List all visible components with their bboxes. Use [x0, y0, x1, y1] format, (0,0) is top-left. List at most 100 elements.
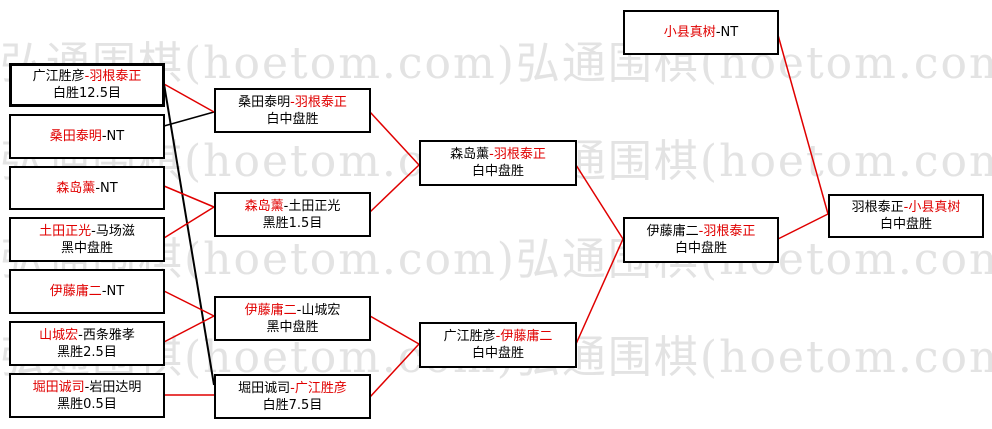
winner-line	[369, 111, 420, 166]
match-result: 白胜12.5目	[53, 86, 121, 101]
player-name: 堀田诚司	[238, 380, 291, 396]
player-name: 伊藤庸二	[646, 224, 699, 239]
player-name: 广江胜彦	[32, 69, 85, 84]
player-name-winner: 伊藤庸二	[49, 284, 102, 299]
player-name-winner: 羽根泰正	[703, 224, 756, 239]
player-name: 山城宏	[301, 302, 341, 318]
player-name-winner: 森岛薰	[56, 180, 96, 196]
watermark-row: 弘通围棋(hoetom.com)弘通围棋(hoetom.com)	[0, 38, 992, 89]
match-result: 白胜7.5目	[262, 397, 323, 413]
player-name: NT	[100, 180, 118, 196]
match-result: 黑中盘胜	[266, 319, 319, 335]
player-name-winner: 森岛薰	[244, 198, 284, 214]
match-box: 广江胜彦-羽根泰正 白胜12.5目	[9, 63, 165, 107]
winner-line	[163, 315, 215, 343]
winner-line	[777, 34, 829, 215]
separator: -	[698, 224, 704, 239]
winner-line	[575, 238, 624, 345]
player-name: 森岛薰	[450, 147, 490, 162]
separator: -	[715, 25, 721, 40]
separator: -	[101, 284, 107, 299]
match-result: 黑胜0.5目	[57, 396, 117, 412]
match-box: 森岛薰-NT	[9, 166, 165, 210]
match-box: 森岛薰-土田正光 黑胜1.5目	[214, 192, 371, 237]
match-box: 堀田诚司-岩田达明 黑胜0.5目	[9, 373, 165, 418]
match-box: 桑田泰明-羽根泰正 白中盘胜	[214, 88, 371, 133]
player-name-winner: 小县真树	[663, 25, 716, 40]
match-box: 伊藤庸二-山城宏 黑中盘胜	[214, 296, 371, 341]
player-name-winner: 羽根泰正	[493, 147, 546, 162]
match-players: 伊藤庸二-山城宏	[245, 302, 341, 319]
player-name-winner: 羽根泰正	[294, 94, 347, 110]
separator: -	[296, 302, 302, 318]
player-name: NT	[720, 25, 739, 40]
match-box: 堀田诚司-广江胜彦 白胜7.5目	[214, 374, 371, 419]
separator: -	[290, 94, 295, 110]
match-players: 森岛薰-土田正光	[245, 198, 341, 215]
player-name: 马场滋	[95, 223, 135, 239]
player-name-winner: 堀田诚司	[32, 379, 85, 395]
winner-line	[575, 164, 624, 240]
player-name-winner: 广江胜彦	[294, 380, 347, 396]
winner-line	[163, 83, 215, 113]
player-name-winner: 土田正光	[39, 223, 92, 239]
separator: -	[78, 327, 83, 343]
winner-line	[163, 206, 215, 239]
match-players: 堀田诚司-广江胜彦	[238, 380, 347, 397]
player-name-winner: 桑田泰明	[49, 129, 102, 144]
match-players: 广江胜彦-伊藤庸二	[444, 328, 553, 345]
player-name: 羽根泰正	[851, 200, 904, 215]
separator: -	[290, 380, 295, 396]
match-result: 黑中盘胜	[60, 240, 113, 256]
separator: -	[91, 223, 96, 239]
match-result: 白中盘胜	[471, 346, 524, 361]
match-players: 伊藤庸二-羽根泰正	[647, 223, 756, 240]
winner-line	[777, 213, 829, 240]
match-box: 广江胜彦-伊藤庸二 白中盘胜	[419, 322, 577, 368]
final-box: 羽根泰正-小县真树 白中盘胜	[828, 194, 984, 238]
match-players: 羽根泰正-小县真树	[852, 199, 961, 216]
player-name-winner: 伊藤庸二	[500, 329, 553, 344]
match-players: 森岛薰-羽根泰正	[450, 146, 546, 163]
match-result: 黑胜1.5目	[262, 215, 323, 231]
separator: -	[283, 198, 289, 214]
match-players: 桑田泰明-NT	[50, 128, 124, 145]
match-result: 白中盘胜	[879, 217, 932, 232]
separator: -	[95, 180, 101, 196]
seed-box: 小县真树-NT	[623, 10, 779, 55]
winner-line	[163, 185, 215, 208]
match-players: 桑田泰明-羽根泰正	[238, 94, 347, 111]
winner-line	[369, 164, 420, 213]
player-name: NT	[106, 284, 125, 299]
match-result: 白中盘胜	[471, 164, 524, 179]
match-players: 堀田诚司-岩田达明	[33, 379, 142, 396]
player-name: 广江胜彦	[443, 329, 496, 344]
player-name-winner: 小县真树	[908, 200, 961, 215]
player-name: 桑田泰明	[238, 94, 291, 110]
match-players: 森岛薰-NT	[56, 180, 117, 197]
match-players: 土田正光-马场滋	[39, 223, 135, 240]
match-box: 伊藤庸二-羽根泰正 白中盘胜	[623, 217, 779, 263]
separator: -	[84, 69, 90, 84]
match-box: 山城宏-西条雅孝 黑胜2.5目	[9, 321, 165, 366]
connector-line	[163, 83, 215, 386]
match-box: 桑田泰明-NT	[9, 114, 165, 159]
player-name-winner: 羽根泰正	[89, 69, 142, 84]
match-players: 小县真树-NT	[664, 24, 738, 41]
watermark-row: 弘通围棋(hoetom.com)弘通围棋(hoetom.com)	[0, 234, 992, 285]
match-players: 广江胜彦-羽根泰正	[33, 68, 142, 85]
separator: -	[84, 379, 90, 395]
player-name: 土田正光	[288, 198, 341, 214]
match-box: 伊藤庸二-NT	[9, 269, 165, 314]
player-name: 岩田达明	[89, 379, 142, 395]
player-name: 西条雅孝	[82, 327, 135, 343]
player-name: NT	[106, 129, 125, 144]
winner-line	[163, 290, 215, 317]
player-name-winner: 伊藤庸二	[244, 302, 297, 318]
winner-line	[369, 343, 420, 398]
winner-line	[369, 315, 420, 345]
separator: -	[903, 200, 909, 215]
match-result: 黑胜2.5目	[57, 344, 117, 360]
match-players: 山城宏-西条雅孝	[39, 327, 135, 344]
